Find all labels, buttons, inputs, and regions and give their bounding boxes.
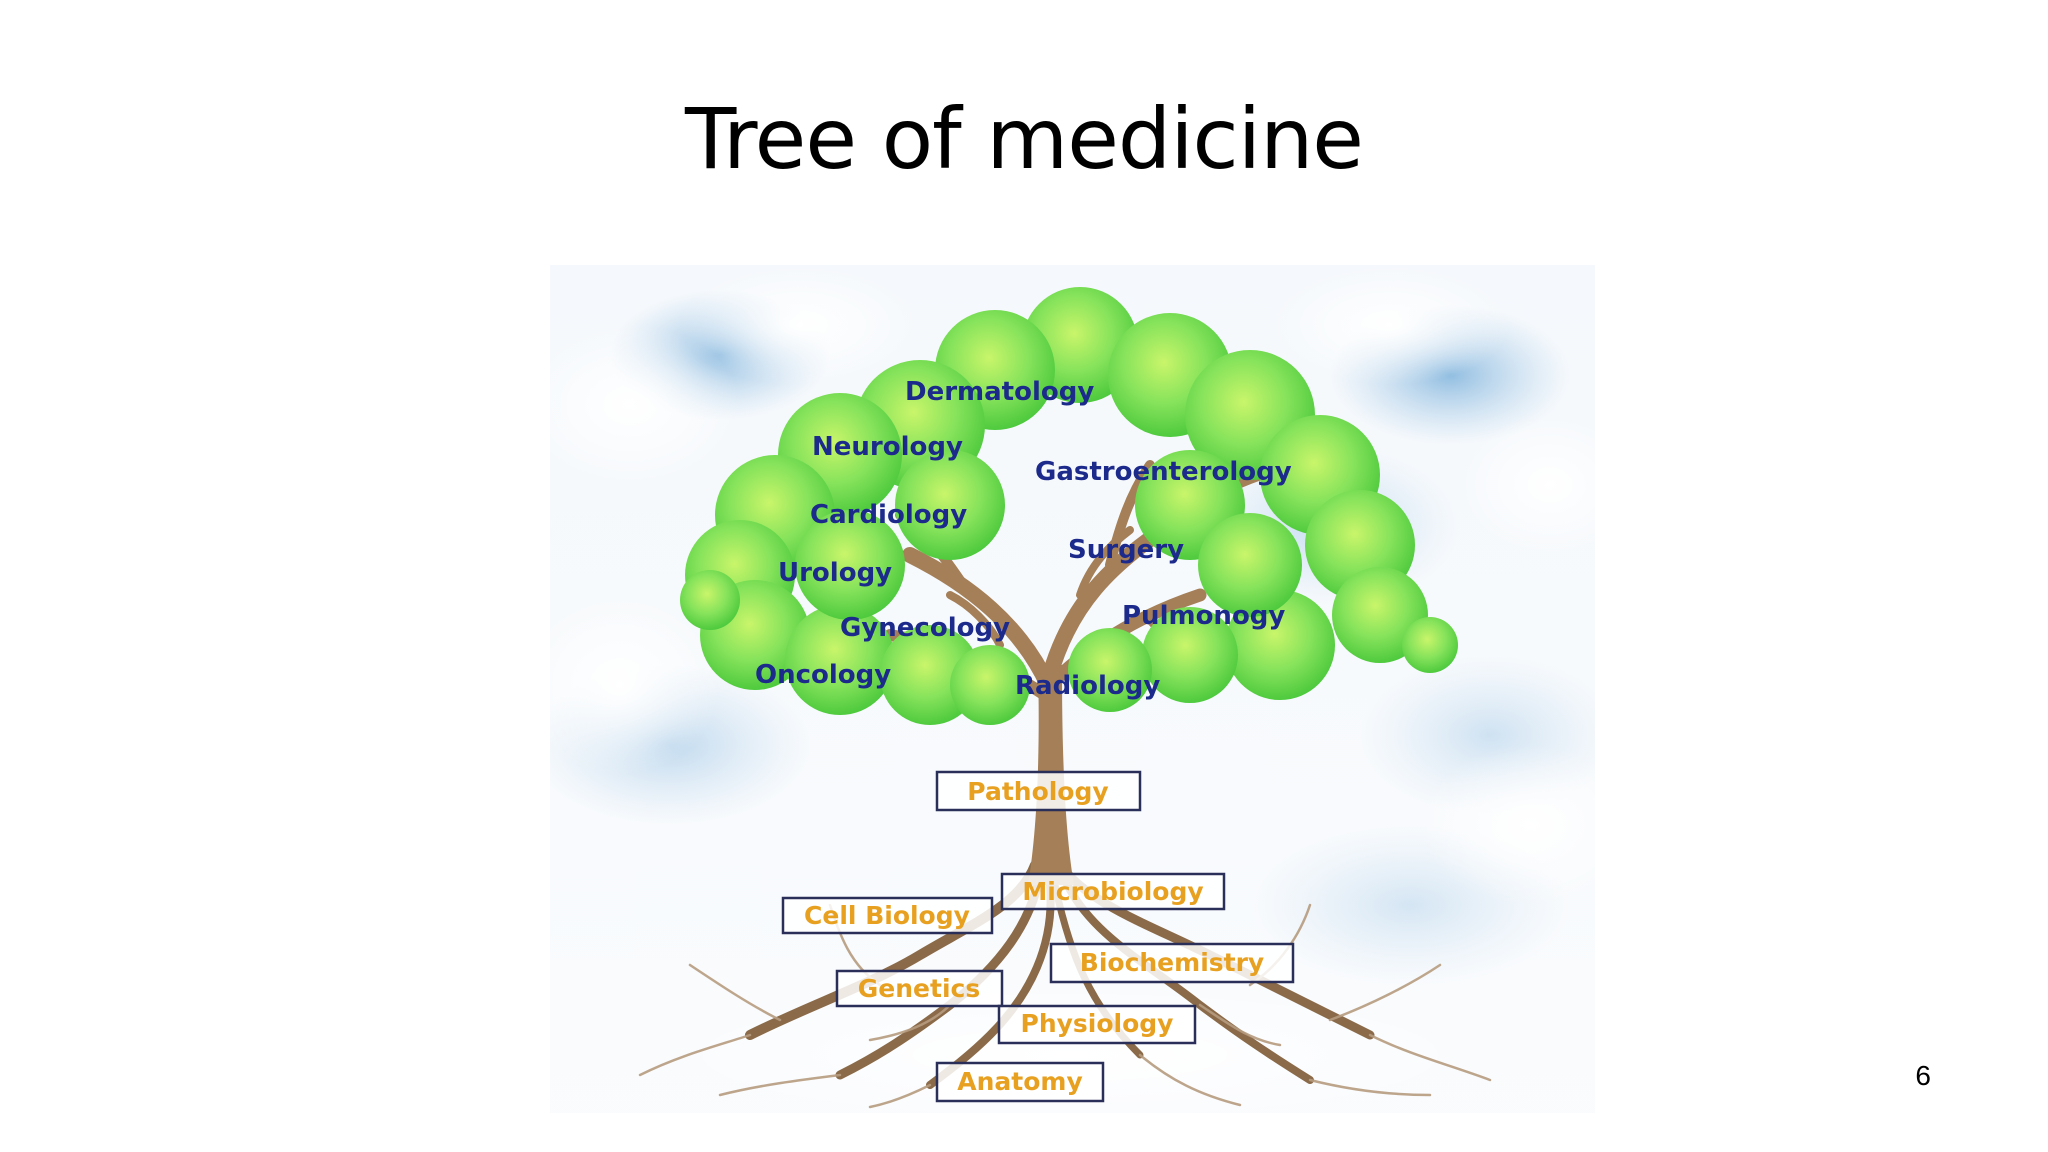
slide-title: Tree of medicine: [685, 90, 1364, 188]
tree-of-medicine-illustration: Dermatology Neurology Gastroenterology C…: [550, 265, 1595, 1113]
root-label: Microbiology: [1022, 877, 1203, 906]
root-label: Biochemistry: [1080, 948, 1264, 977]
root-box: Microbiology: [1000, 872, 1226, 911]
root-labels: Pathology Microbiology Cell Biology Bioc…: [781, 770, 1295, 1103]
root-box: Cell Biology: [781, 896, 994, 935]
branch-label: Surgery: [1068, 535, 1184, 565]
root-label: Pathology: [967, 777, 1108, 806]
branch-label: Neurology: [812, 432, 963, 462]
tree-diagram: Dermatology Neurology Gastroenterology C…: [550, 265, 1595, 1113]
branch-label: Dermatology: [905, 377, 1094, 407]
branch-label: Pulmonogy: [1122, 601, 1285, 631]
branch-label: Urology: [778, 558, 892, 588]
root-label: Genetics: [858, 974, 980, 1003]
branch-label: Oncology: [755, 660, 891, 690]
root-box: Genetics: [835, 969, 1004, 1008]
root-box: Anatomy: [935, 1061, 1105, 1103]
page-number: 6: [1915, 1060, 1931, 1091]
root-box: Physiology: [997, 1004, 1197, 1045]
root-label: Cell Biology: [804, 901, 970, 930]
root-label: Anatomy: [957, 1067, 1083, 1096]
root-label: Physiology: [1021, 1009, 1174, 1038]
branch-label: Gastroenterology: [1035, 457, 1292, 487]
tree-foliage: [680, 287, 1458, 725]
root-box: Pathology: [935, 770, 1142, 812]
branch-labels: Dermatology Neurology Gastroenterology C…: [755, 377, 1292, 701]
sky-background: [550, 265, 1595, 1113]
branch-label: Cardiology: [810, 500, 967, 530]
root-box: Biochemistry: [1049, 942, 1295, 984]
branch-label: Radiology: [1015, 671, 1160, 701]
branch-label: Gynecology: [840, 613, 1010, 643]
